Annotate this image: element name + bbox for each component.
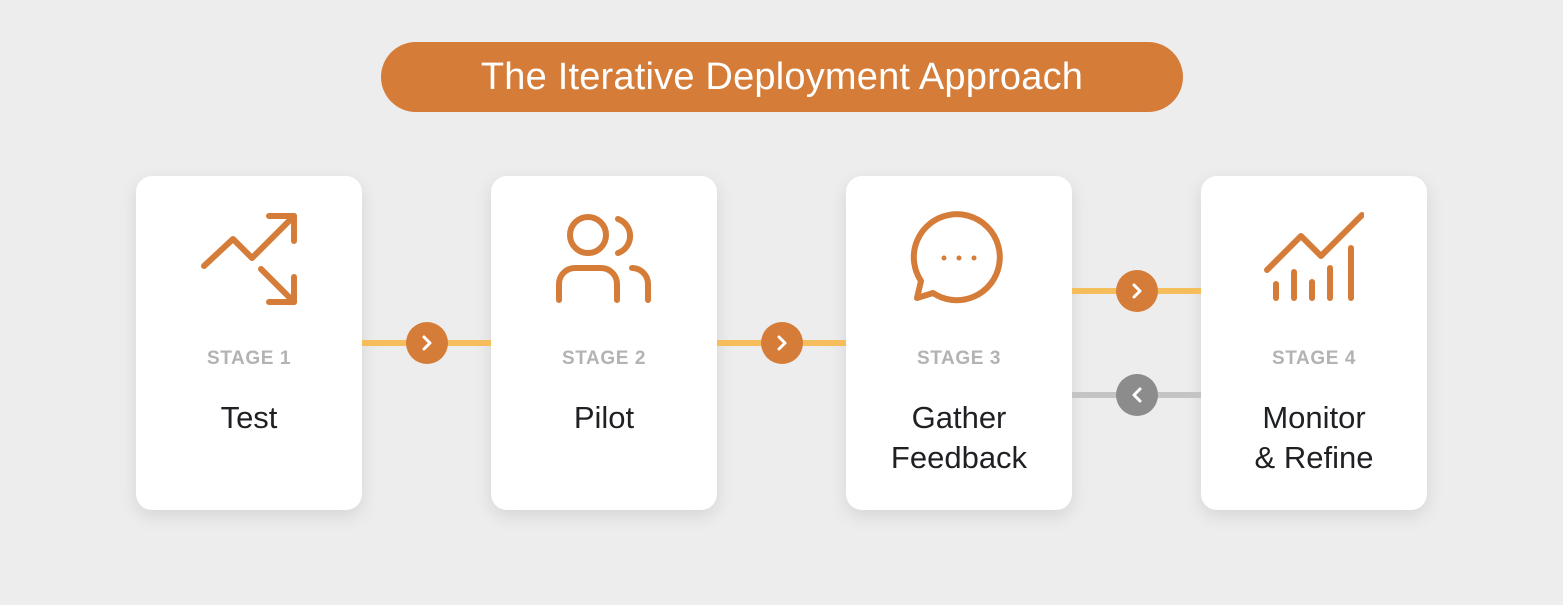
stage-name-line: Monitor [1262, 400, 1366, 435]
stage-label: STAGE 1 [206, 348, 292, 369]
stage-name-line: Feedback [890, 440, 1028, 475]
stage-label: STAGE 3 [916, 348, 1002, 369]
title-banner: The Iterative Deployment Approach [381, 42, 1183, 112]
stage-card-test: STAGE 1 Test [136, 176, 362, 510]
stage-card-monitor-refine: STAGE 4 Monitor & Refine [1201, 176, 1427, 510]
trend-arrows-icon [201, 213, 297, 305]
stage-name-line: & Refine [1254, 440, 1374, 475]
stage-name: Monitor & Refine [1201, 398, 1427, 478]
previous-stage-button[interactable] [1116, 374, 1158, 416]
stage-name: Gather Feedback [846, 398, 1072, 478]
chat-bubble-icon [910, 211, 1003, 304]
next-stage-button[interactable] [1116, 270, 1158, 312]
chevron-right-icon [1132, 283, 1142, 299]
stage-name-line: Test [220, 400, 278, 435]
chevron-left-icon [1132, 387, 1142, 403]
next-stage-button[interactable] [406, 322, 448, 364]
users-icon [556, 214, 651, 303]
chevron-right-icon [777, 335, 787, 351]
stage-name: Test [136, 398, 362, 438]
stage-name-line: Gather [911, 400, 1007, 435]
stage-name: Pilot [491, 398, 717, 438]
diagram-title: The Iterative Deployment Approach [480, 55, 1084, 98]
stage-label: STAGE 4 [1271, 348, 1357, 369]
stage-card-gather-feedback: STAGE 3 Gather Feedback [846, 176, 1072, 510]
next-stage-button[interactable] [761, 322, 803, 364]
stage-label: STAGE 2 [561, 348, 647, 369]
bar-chart-trend-icon [1264, 212, 1364, 301]
stage-card-pilot: STAGE 2 Pilot [491, 176, 717, 510]
chevron-right-icon [422, 335, 432, 351]
stage-name-line: Pilot [573, 400, 635, 435]
